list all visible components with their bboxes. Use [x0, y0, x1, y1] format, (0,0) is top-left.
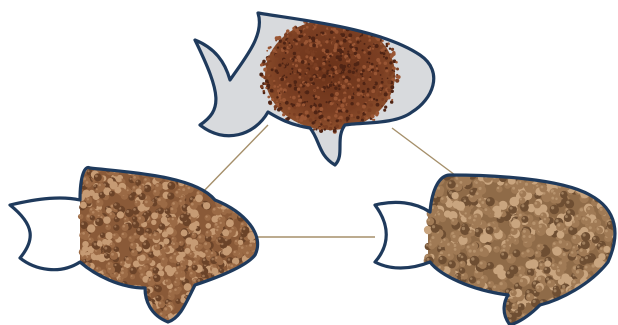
connector-top-right: [392, 128, 455, 175]
fish-left: [10, 161, 274, 325]
fish-top: [195, 13, 434, 165]
fish-right: [375, 166, 618, 325]
